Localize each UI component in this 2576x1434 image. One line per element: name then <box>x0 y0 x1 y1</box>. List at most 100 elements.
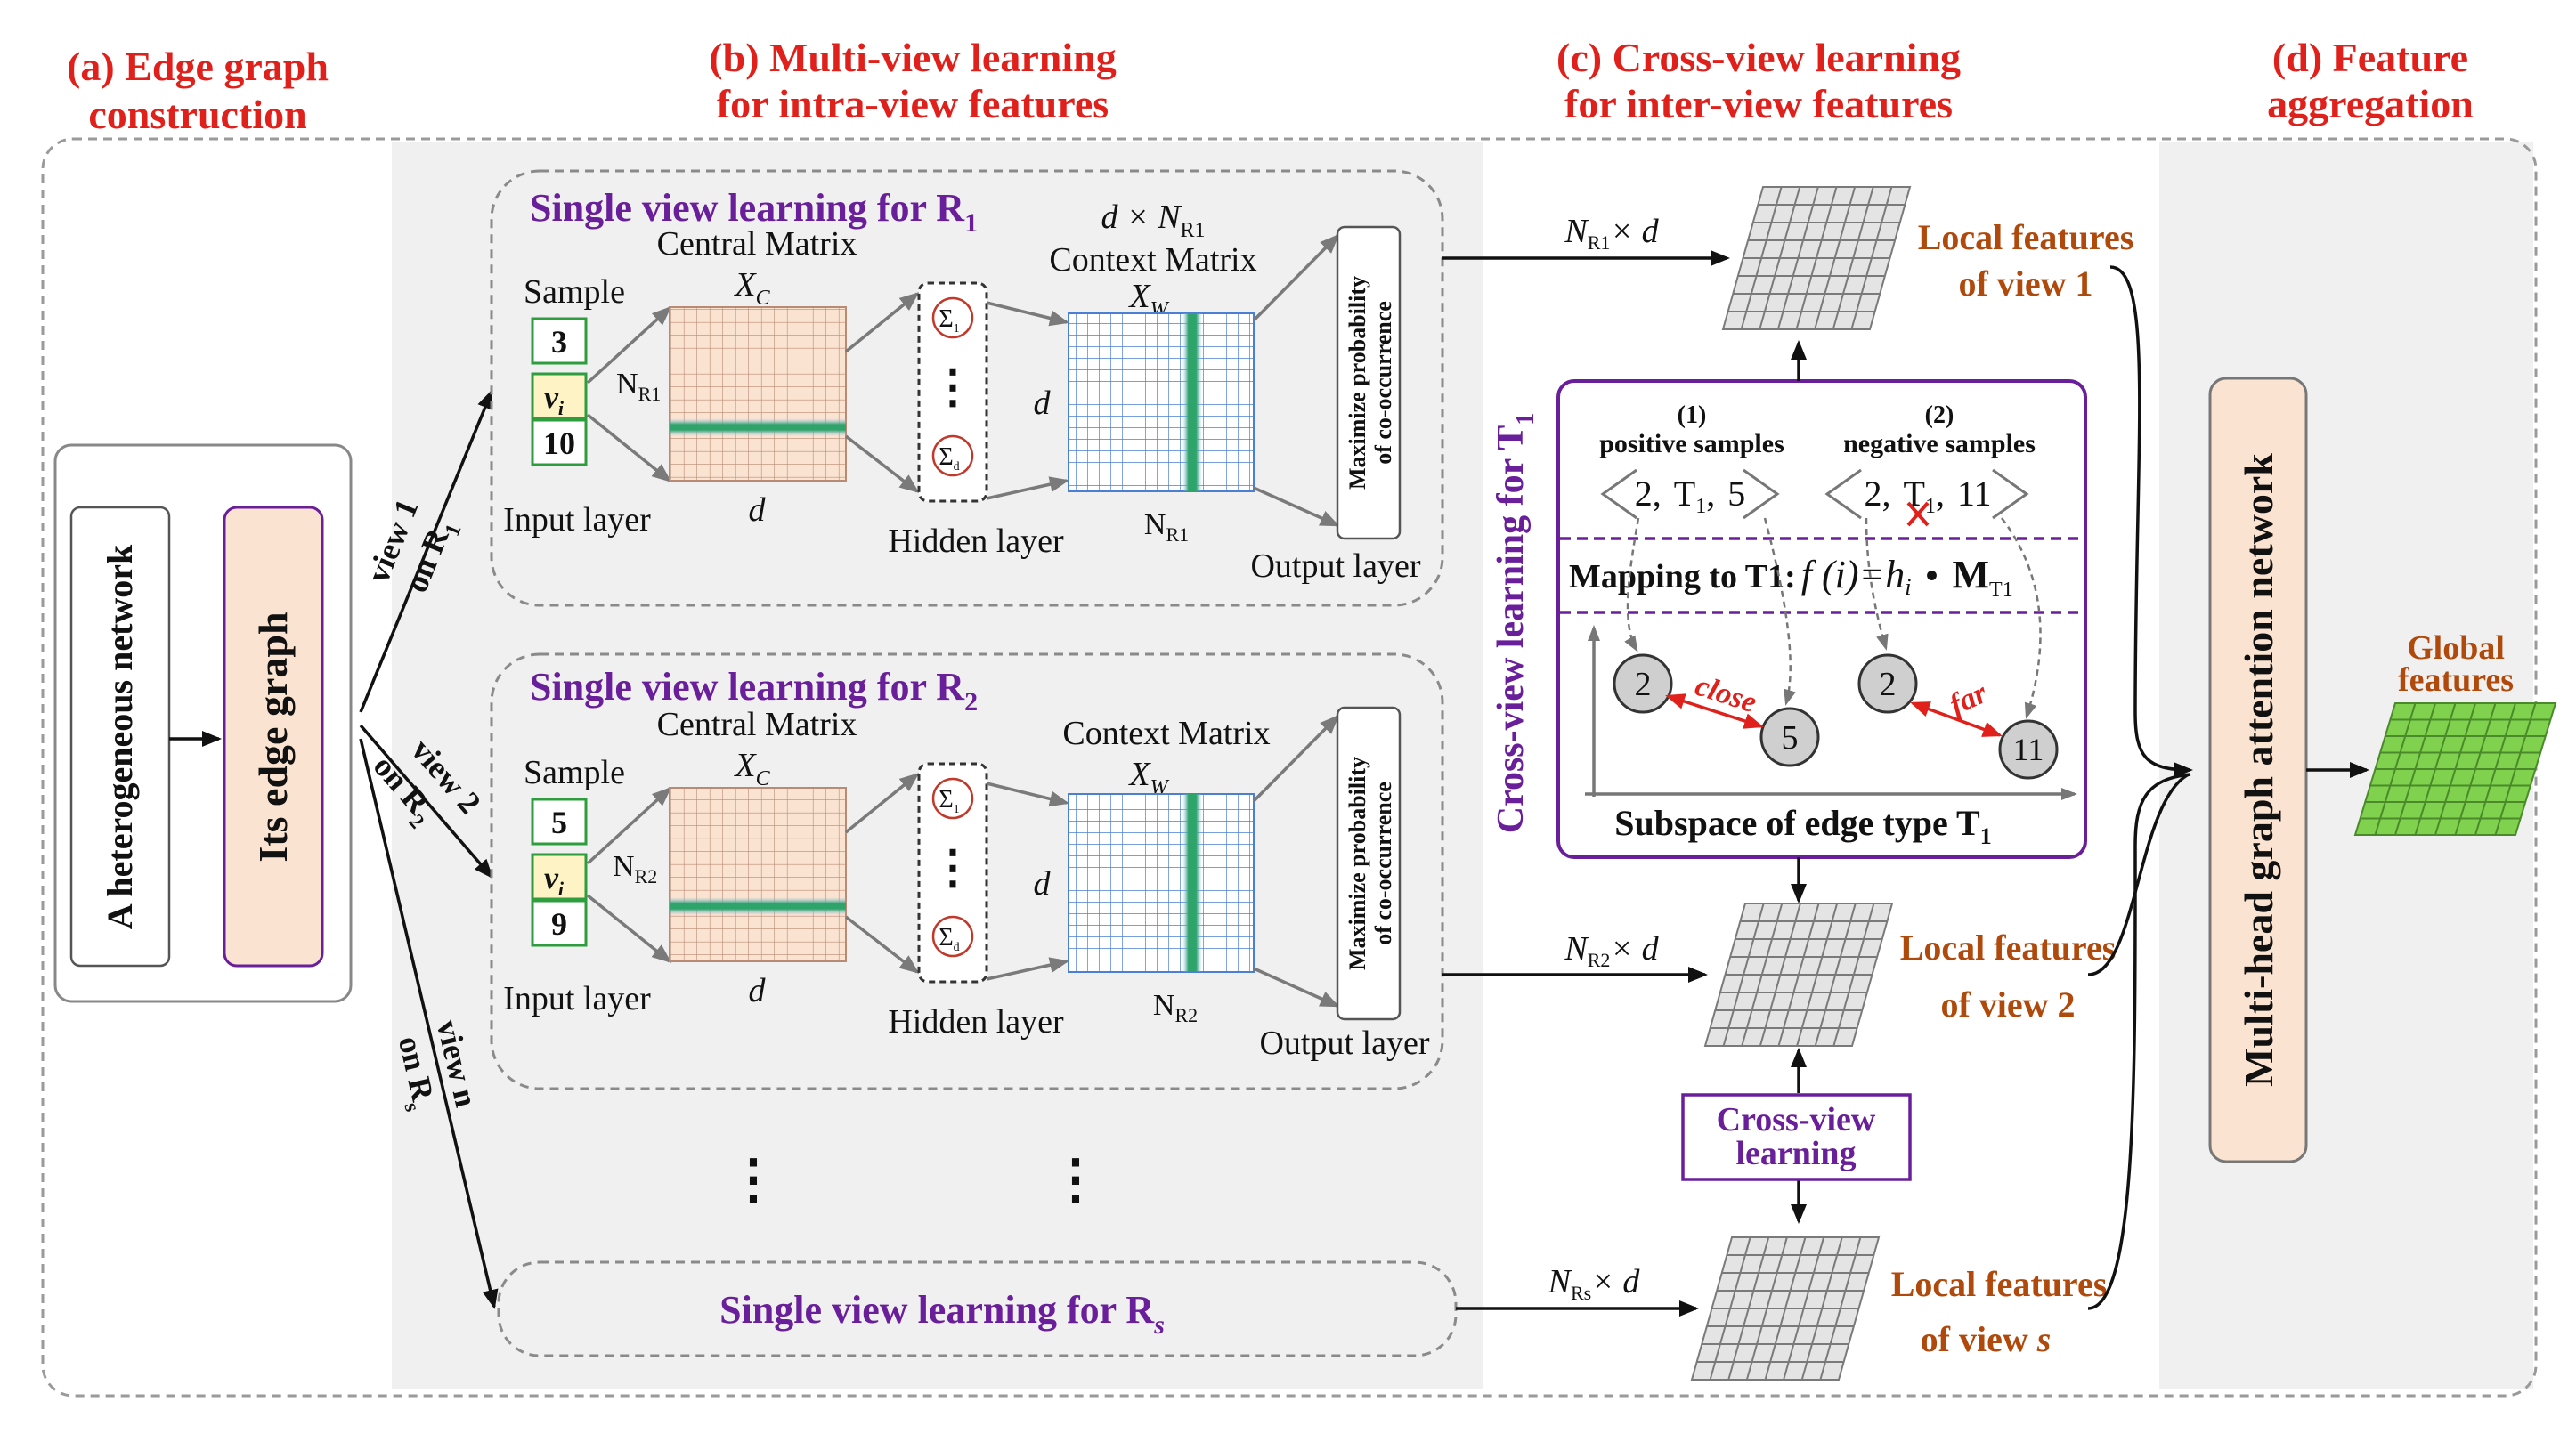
sample-r2-bottom: 9 <box>551 906 567 942</box>
cross-view-detail-box: (1) positive samples (2) negative sample… <box>1556 379 2087 859</box>
sample-label: Sample <box>524 273 625 311</box>
context-matrix-label: Context Matrix <box>1049 241 1256 279</box>
section-header-a: (a) Edge graph construction <box>67 44 329 137</box>
grid-line <box>2474 702 2516 836</box>
svg-text:⋮: ⋮ <box>930 362 976 413</box>
positive-samples-label: positive samples <box>1599 429 1784 458</box>
svg-text:aggregation: aggregation <box>2267 81 2474 126</box>
node-11: 11 <box>2013 732 2044 767</box>
svg-text:Σ1: Σ1 <box>939 305 959 336</box>
svg-text:Maximize probability: Maximize probability <box>1345 757 1370 970</box>
svg-text:of view 2: of view 2 <box>1940 984 2075 1025</box>
multi-head-gat-box: Multi-head graph attention network <box>2208 377 2308 1163</box>
grid-line <box>1783 1236 1825 1381</box>
svg-text:NR2: NR2 <box>1153 989 1198 1026</box>
node-2-positive: 2 <box>1635 666 1652 703</box>
single-view-r1-title: Single view learning for R1 <box>530 186 978 238</box>
svg-text:Context Matrix: Context Matrix <box>1062 715 1270 752</box>
sample-r1-vi: vi <box>544 379 565 419</box>
svg-text:for inter-view features: for inter-view features <box>1564 81 1953 126</box>
svg-text:NR2: NR2 <box>613 850 657 887</box>
context-matrix-r1 <box>1068 312 1255 492</box>
central-matrix-r2 <box>669 787 847 962</box>
negative-tuple: 2,T1,11 <box>1865 474 1992 518</box>
cross-view-vertical-label: Cross-view learning for T1 <box>1491 413 1540 834</box>
nd-rs-label: NRs× d <box>1548 1263 1641 1304</box>
node-2-negative: 2 <box>1880 666 1897 703</box>
n-r1-bottom: NR1 <box>1144 508 1189 546</box>
local-features-s-label: Local features of view s <box>1891 1264 2108 1359</box>
locals-to-aggregation <box>2087 773 2191 1310</box>
subspace-label: Subspace of edge type T1 <box>1614 803 1991 849</box>
svg-text:(d) Feature: (d) Feature <box>2272 35 2468 80</box>
svg-text:⋮: ⋮ <box>930 843 976 894</box>
svg-text:d: d <box>749 972 767 1009</box>
sample-r1-top: 3 <box>551 324 567 360</box>
svg-text:Cross-view: Cross-view <box>1717 1101 1876 1138</box>
local-features-grid-2 <box>1703 903 1894 1047</box>
svg-text:Local features: Local features <box>1891 1264 2108 1304</box>
grid-line <box>1796 903 1839 1047</box>
section-header-b: (b) Multi-view learning for intra-view f… <box>709 35 1116 126</box>
negative-samples-label: negative samples <box>1843 429 2036 458</box>
nd-r1-label: NR1× d <box>1564 213 1659 254</box>
svg-text:learning: learning <box>1735 1135 1856 1172</box>
svg-text:Sample: Sample <box>524 754 625 791</box>
svg-text:Multi-head graph attention net: Multi-head graph attention network <box>2236 453 2281 1087</box>
svg-text:features: features <box>2398 661 2514 699</box>
d-times-n-label: d × NR1 <box>1101 198 1205 242</box>
svg-text:(1): (1) <box>1678 401 1707 429</box>
view1-arrow <box>359 389 493 713</box>
nd-r2-label: NR2× d <box>1564 930 1659 971</box>
svg-text:d: d <box>1034 385 1052 422</box>
section-header-c: (c) Cross-view learning for inter-view f… <box>1556 35 1961 126</box>
single-view-r1: Single view learning for R1 Central Matr… <box>490 169 1444 607</box>
svg-text:Σd: Σd <box>939 924 959 954</box>
global-features-label: Global features <box>2398 629 2514 699</box>
svg-text:of co-occurrence: of co-occurrence <box>1370 782 1396 945</box>
local-features-2-label: Local features of view 2 <box>1900 928 2117 1025</box>
local-features-grid-1 <box>1721 186 1912 330</box>
local-features-1-label: Local features of view 1 <box>1918 217 2134 304</box>
context-matrix-r2 <box>1068 793 1255 973</box>
svg-text:XC: XC <box>733 747 770 790</box>
svg-text:(2): (2) <box>1925 401 1954 429</box>
input-layer-label: Input layer <box>503 501 651 539</box>
output-layer-label: Output layer <box>1250 547 1420 585</box>
local2-to-aggregation <box>2087 773 2190 976</box>
sample-r2-top: 5 <box>551 805 567 840</box>
single-view-r2-title: Single view learning for R2 <box>530 665 978 717</box>
svg-text:Maximize probability: Maximize probability <box>1345 276 1370 490</box>
svg-text:for intra-view features: for intra-view features <box>717 81 1109 126</box>
viewn-arrow <box>359 738 499 1309</box>
svg-text:construction: construction <box>88 92 306 137</box>
svg-text:d: d <box>1034 865 1052 903</box>
xc-label: XC <box>733 266 770 310</box>
svg-text:(b) Multi-view learning: (b) Multi-view learning <box>709 35 1116 80</box>
edge-graph-box <box>223 506 324 968</box>
svg-text:(c) Cross-view learning: (c) Cross-view learning <box>1556 35 1961 80</box>
view2-arrow <box>359 724 493 879</box>
svg-text:Local features: Local features <box>1900 928 2117 968</box>
svg-text:of view 1: of view 1 <box>1958 263 2092 304</box>
grid-line <box>1814 186 1857 330</box>
svg-text:Local features: Local features <box>1918 217 2134 257</box>
sample-r2-vi: vi <box>544 860 565 900</box>
mapping-label: Mapping to T1:f (i)=hi•MT1 <box>1569 553 2013 602</box>
grid-line <box>1832 903 1875 1047</box>
grid-line <box>1850 186 1893 330</box>
positive-tuple: 2,T1,5 <box>1635 474 1745 518</box>
svg-text:d: d <box>749 491 767 529</box>
sample-r1-bottom: 10 <box>543 425 575 461</box>
heterogeneous-network-box <box>69 506 171 968</box>
n-r1-label: NR1 <box>616 368 661 405</box>
heterogeneous-network-label: A heterogeneous network <box>100 544 140 929</box>
grid-line <box>1819 1236 1862 1381</box>
local-features-grid-s <box>1690 1236 1881 1381</box>
node-5: 5 <box>1782 719 1799 757</box>
local1-to-aggregation <box>2109 265 2193 778</box>
global-features-grid <box>2353 702 2557 836</box>
single-view-rs: Single view learning for Rs <box>497 1260 1458 1357</box>
svg-text:Global: Global <box>2407 629 2505 667</box>
output-layer-r1 <box>1336 225 1402 540</box>
